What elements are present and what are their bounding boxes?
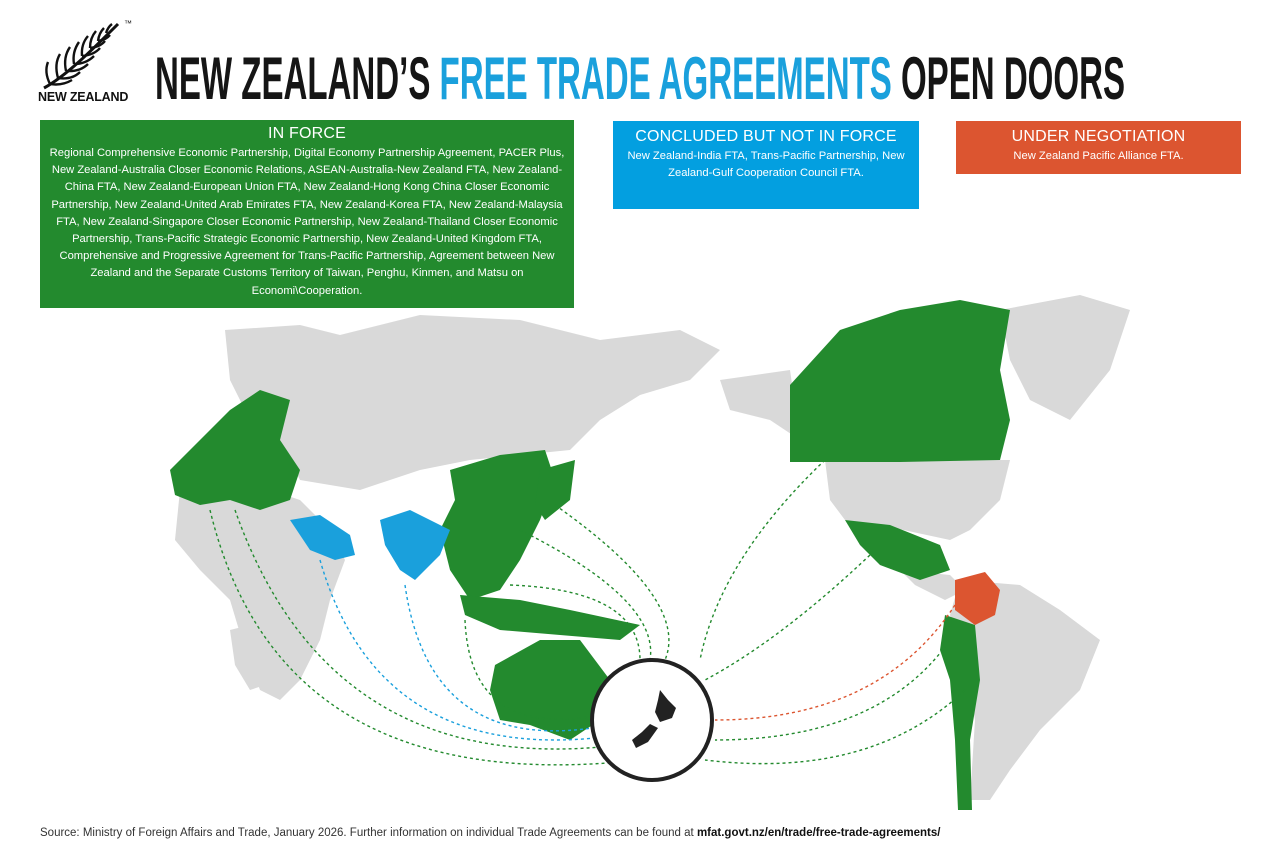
route-gulf — [319, 559, 621, 741]
title-part-3: OPEN DOORS — [892, 45, 1125, 108]
new-zealand-shape — [632, 690, 676, 748]
route-europe-2 — [234, 509, 621, 750]
route-canada — [699, 459, 826, 661]
legend-negotiation: UNDER NEGOTIATION New Zealand Pacific Al… — [956, 121, 1241, 174]
land-grey — [175, 295, 1130, 800]
legend-negotiation-text: New Zealand Pacific Alliance FTA. — [1013, 150, 1184, 162]
svg-text:NEW ZEALAND’S FREE TRADE AGREE: NEW ZEALAND’S FREE TRADE AGREEMENTS OPEN… — [155, 45, 1125, 108]
route-japan — [554, 504, 670, 661]
usa — [825, 460, 1010, 540]
world-map — [170, 295, 1130, 810]
china-southeast-asia — [440, 450, 555, 600]
canada — [790, 300, 1010, 462]
south-america — [950, 580, 1100, 800]
trademark-mark: ™ — [124, 19, 132, 28]
route-china — [519, 529, 652, 661]
indonesia — [460, 595, 640, 640]
logo-wordmark: NEW ZEALAND — [38, 90, 129, 104]
route-mexico — [704, 554, 871, 681]
legend-concluded: CONCLUDED BUT NOT IN FORCE New Zealand-I… — [613, 121, 919, 209]
page-title: NEW ZEALAND’S FREE TRADE AGREEMENTS OPEN… — [155, 45, 1125, 108]
route-india — [404, 584, 611, 732]
greenland — [1000, 295, 1130, 420]
trade-routes — [209, 459, 966, 766]
legend-in-force-heading: IN FORCE — [267, 125, 347, 142]
title-highlight: FREE TRADE AGREEMENTS — [440, 45, 892, 108]
concluded-countries — [290, 510, 450, 580]
legend-negotiation-heading: UNDER NEGOTIATION — [1011, 128, 1186, 145]
peru-chile — [940, 615, 980, 810]
new-zealand-focus-circle — [590, 658, 714, 782]
gulf-states — [290, 515, 355, 560]
source-footer: Source: Ministry of Foreign Affairs and … — [40, 827, 940, 839]
alaska — [720, 370, 800, 440]
legend-in-force: IN FORCE Regional Comprehensive Economic… — [40, 120, 574, 308]
legend-in-force-text: Regional Comprehensive Economic Partners… — [49, 147, 565, 297]
legend-concluded-text: New Zealand-India FTA, Trans-Pacific Par… — [627, 150, 905, 180]
india — [380, 510, 450, 580]
source-text: Source: Ministry of Foreign Affairs and … — [40, 827, 697, 839]
title-part-1: NEW ZEALAND’S — [155, 45, 440, 108]
mexico — [845, 520, 950, 580]
route-colombia — [714, 604, 956, 721]
route-se-asia — [509, 584, 641, 661]
silver-fern-logo-icon: ™ — [43, 19, 132, 90]
route-peru — [714, 639, 951, 741]
madagascar-south-america-west — [230, 620, 290, 690]
europe — [170, 390, 300, 510]
russia-north-asia — [225, 315, 720, 490]
japan — [535, 460, 575, 520]
route-europe — [209, 509, 641, 766]
legend-concluded-heading: CONCLUDED BUT NOT IN FORCE — [635, 128, 897, 145]
australia — [490, 640, 610, 740]
colombia — [955, 572, 1000, 625]
source-link[interactable]: mfat.govt.nz/en/trade/free-trade-agreeme… — [696, 827, 941, 839]
in-force-countries — [170, 300, 1010, 810]
